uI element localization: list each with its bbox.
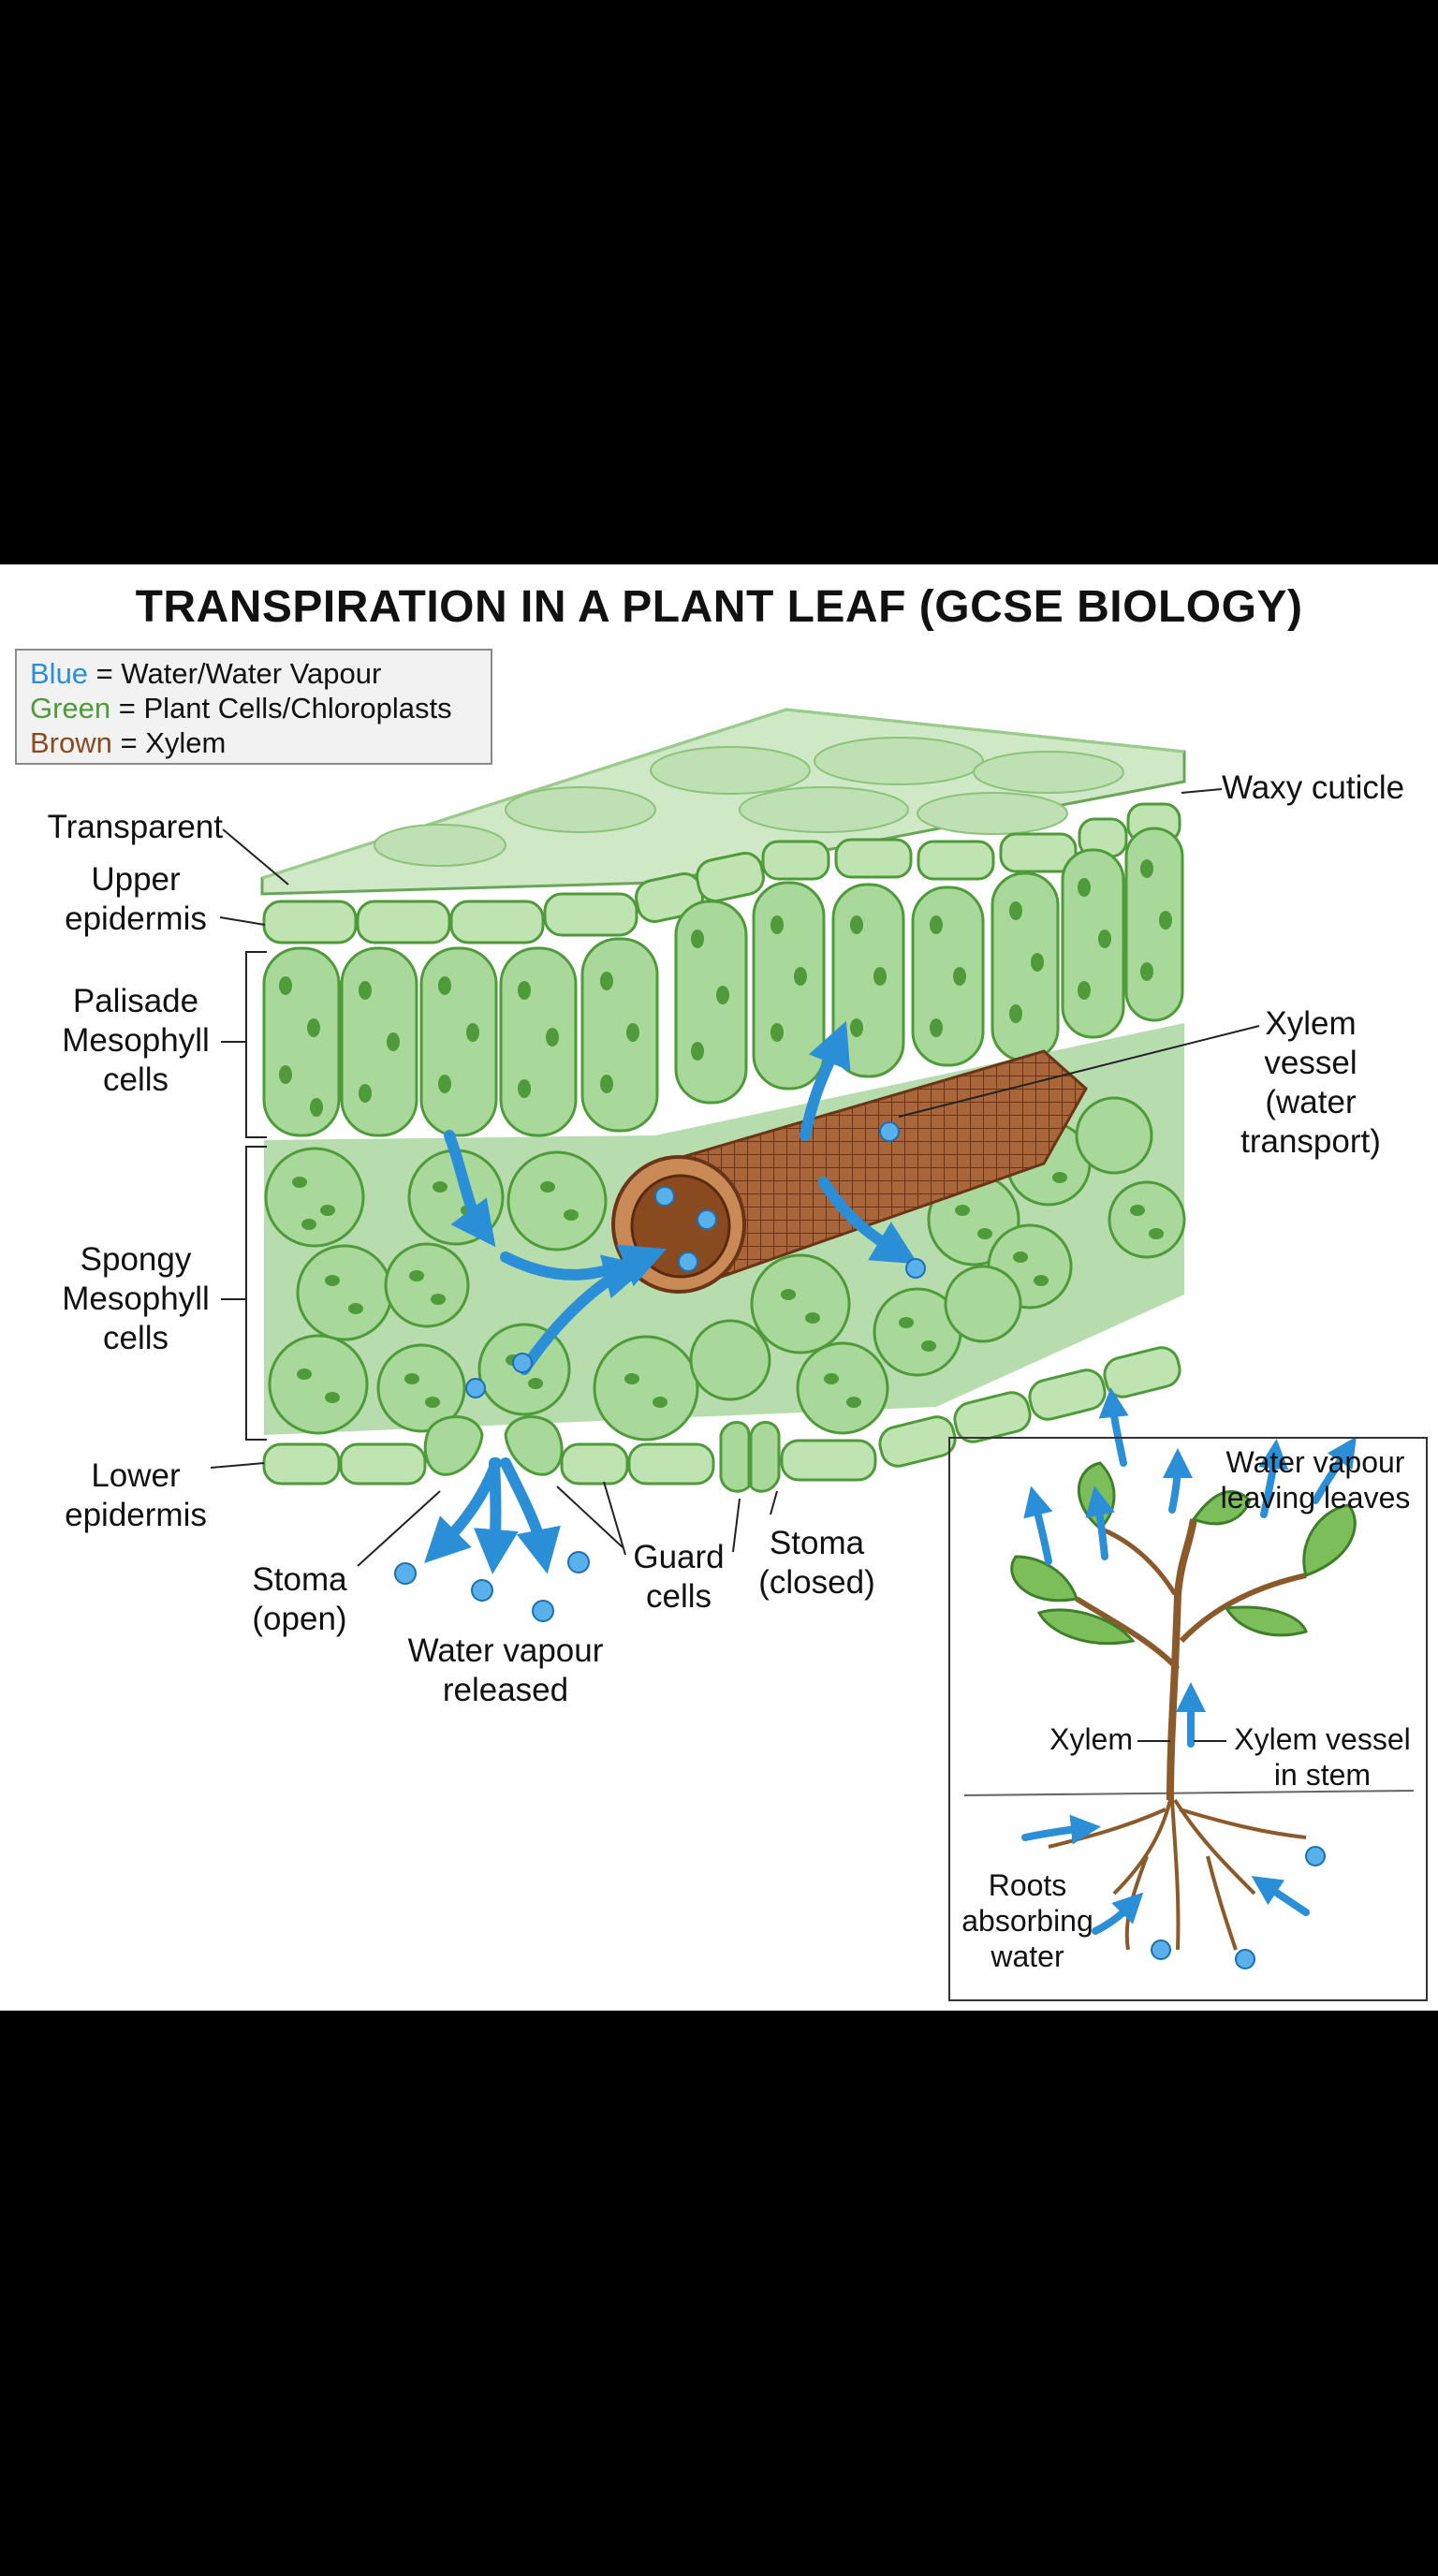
legend-text-cells: = Plant Cells/Chloroplasts	[110, 692, 452, 724]
spongy-mesophyll-cells	[264, 1096, 1186, 1442]
inset-plant-illustration	[963, 1387, 1415, 1969]
label-upper-epidermis: Upper epidermis	[65, 861, 207, 937]
legend-text-water: = Water/Water Vapour	[88, 657, 382, 690]
label-stoma-closed: Stoma (closed)	[758, 1525, 875, 1601]
inset-label-water-vapour-leaving: Water vapour leaving leaves	[1220, 1445, 1411, 1515]
label-waxy-cuticle: Waxy cuticle	[1222, 769, 1405, 806]
label-transparent: Transparent	[47, 809, 223, 845]
inset-whole-plant-box	[948, 1437, 1428, 2001]
label-water-vapour-released: Water vapour released	[407, 1632, 604, 1708]
legend-text-xylem: = Xylem	[111, 726, 227, 759]
legend: Blue = Water/Water Vapour Green = Plant …	[15, 649, 492, 765]
inset-label-xylem: Xylem	[1049, 1722, 1133, 1756]
label-stoma-open: Stoma (open)	[252, 1561, 347, 1637]
label-spongy-mesophyll: Spongy Mesophyll cells	[62, 1241, 210, 1356]
label-xylem-vessel: Xylem vessel (water transport)	[1240, 1005, 1381, 1160]
inset-label-roots: Roots absorbing water	[961, 1868, 1093, 1973]
inset-label-xylem-vessel-stem: Xylem vessel in stem	[1234, 1722, 1411, 1792]
water-droplets	[394, 1121, 926, 1622]
label-guard-cells: Guard cells	[633, 1539, 725, 1615]
guard-cells-open	[423, 1415, 564, 1476]
label-leader-lines	[210, 788, 1260, 1567]
legend-key-cells: Green	[30, 692, 111, 724]
legend-row-cells: Green = Plant Cells/Chloroplasts	[30, 691, 477, 725]
guard-cells-closed	[719, 1421, 781, 1493]
diagram-title: TRANSPIRATION IN A PLANT LEAF (GCSE BIOL…	[135, 582, 1303, 632]
waxy-cuticle-surface	[260, 708, 1186, 896]
legend-key-water: Blue	[30, 657, 89, 690]
palisade-chloroplasts	[279, 859, 1172, 1117]
label-palisade-mesophyll: Palisade Mesophyll cells	[62, 983, 210, 1098]
legend-row-xylem: Brown = Xylem	[30, 725, 477, 760]
leaf-cross-section-illustration	[210, 708, 1415, 1969]
legend-row-water: Blue = Water/Water Vapour	[30, 656, 477, 691]
label-lower-epidermis: Lower epidermis	[65, 1457, 207, 1533]
diagram-panel: TRANSPIRATION IN A PLANT LEAF (GCSE BIOL…	[0, 564, 1438, 2011]
lower-epidermis-cells	[262, 1346, 1181, 1486]
water-flow-arrows	[424, 1020, 918, 1574]
legend-key-xylem: Brown	[30, 726, 112, 759]
